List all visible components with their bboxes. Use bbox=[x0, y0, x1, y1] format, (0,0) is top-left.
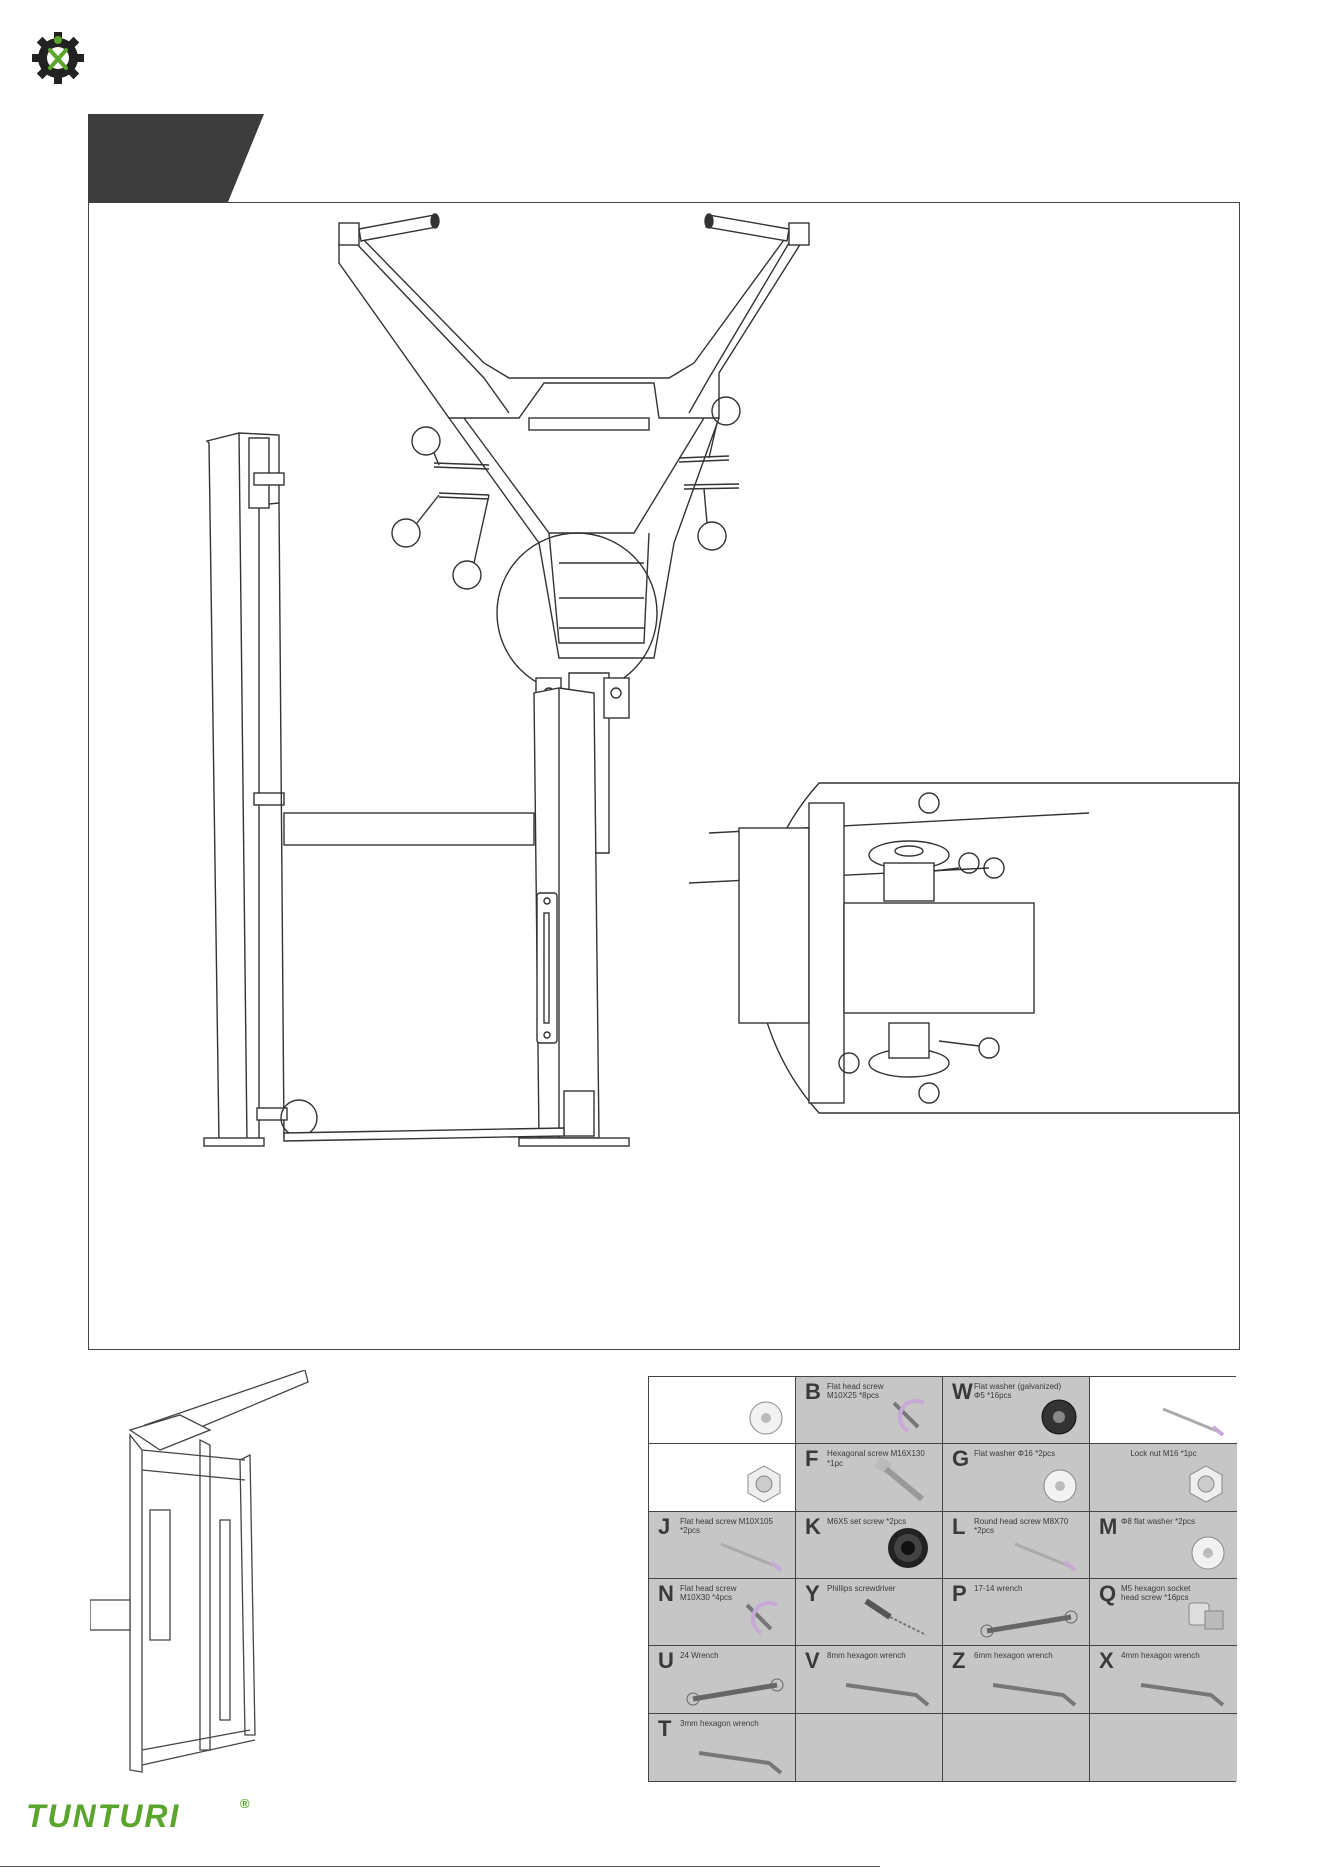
hex-key-icon bbox=[698, 1751, 783, 1775]
top-y-frame bbox=[338, 213, 810, 659]
part-description: Flat head screw M10X105 *2pcs bbox=[680, 1516, 773, 1535]
part-cell: V 8mm hexagon wrench bbox=[796, 1646, 943, 1714]
part-description: Phillips screwdriver bbox=[827, 1584, 896, 1593]
nut-icon bbox=[747, 1465, 781, 1503]
footer-rule bbox=[0, 1866, 880, 1867]
part-letter: Q bbox=[1099, 1581, 1117, 1606]
part-cell bbox=[649, 1377, 796, 1445]
part-description: Φ8 flat washer *2pcs bbox=[1121, 1516, 1195, 1526]
set-screw-icon bbox=[888, 1528, 928, 1568]
part-letter: F bbox=[805, 1446, 819, 1472]
part-cell bbox=[1090, 1713, 1237, 1781]
part-letter: G bbox=[952, 1446, 970, 1472]
part-cell: Z 6mm hexagon wrench bbox=[943, 1646, 1090, 1714]
screw-icon bbox=[892, 1399, 925, 1434]
part-description: M6X5 set screw *2pcs bbox=[827, 1516, 907, 1526]
part-letter: V bbox=[805, 1648, 820, 1674]
part-cell: P 17-14 wrench bbox=[943, 1579, 1090, 1647]
long-screw-icon bbox=[720, 1542, 783, 1572]
part-description: 4mm hexagon wrench bbox=[1121, 1651, 1200, 1661]
part-cell bbox=[649, 1444, 796, 1512]
part-cell: N Flat head screw M10X30 *4pcs bbox=[649, 1579, 796, 1647]
part-description: 17-14 wrench bbox=[974, 1584, 1023, 1593]
hex-key-icon bbox=[992, 1682, 1077, 1707]
right-upright bbox=[518, 687, 630, 1147]
washer-icon bbox=[1191, 1536, 1225, 1570]
wrench-icon bbox=[686, 1678, 784, 1706]
part-letter: T bbox=[658, 1715, 672, 1741]
hex-key-icon bbox=[845, 1682, 930, 1707]
part-cell bbox=[1090, 1377, 1237, 1445]
part-letter: U bbox=[658, 1648, 674, 1674]
part-letter: W bbox=[952, 1379, 973, 1404]
part-letter: Z bbox=[952, 1648, 966, 1674]
part-cell: Lock nut M16 *1pc bbox=[1090, 1444, 1237, 1512]
nut-icon bbox=[1189, 1465, 1223, 1503]
part-description: Flat head screw M10X25 *8pcs bbox=[827, 1382, 884, 1401]
left-upright bbox=[203, 432, 318, 1147]
part-description: Flat washer Φ16 *2pcs bbox=[974, 1449, 1056, 1459]
washer-icon bbox=[1043, 1469, 1077, 1503]
part-letter: N bbox=[658, 1581, 674, 1606]
hex-key-icon bbox=[1140, 1682, 1225, 1707]
part-cell: X 4mm hexagon wrench bbox=[1090, 1646, 1237, 1714]
part-letter: B bbox=[805, 1379, 821, 1404]
part-cell bbox=[943, 1713, 1090, 1781]
assembly-diagram bbox=[88, 202, 1240, 1350]
hex-bolt-icon bbox=[873, 1455, 924, 1501]
part-description: Round head screw M8X70 *2pcs bbox=[974, 1516, 1069, 1535]
bolt-callouts bbox=[391, 396, 741, 590]
brand-logo: TUNTURI bbox=[26, 1798, 181, 1834]
part-cell: T 3mm hexagon wrench bbox=[649, 1713, 796, 1781]
long-screw-icon bbox=[1014, 1542, 1077, 1572]
part-description: 24 Wrench bbox=[680, 1651, 719, 1661]
part-description: Hexagonal screw M16X130 *1pc bbox=[827, 1449, 925, 1468]
part-letter: X bbox=[1099, 1648, 1114, 1674]
part-cell bbox=[796, 1713, 943, 1781]
step-tab bbox=[88, 114, 264, 202]
part-letter: Y bbox=[805, 1581, 820, 1606]
part-cell: K M6X5 set screw *2pcs bbox=[796, 1511, 943, 1579]
long-screw-icon bbox=[1162, 1407, 1225, 1437]
part-cell: J Flat head screw M10X105 *2pcs bbox=[649, 1511, 796, 1579]
part-letter: L bbox=[952, 1513, 966, 1539]
registered-mark: ® bbox=[240, 1796, 250, 1811]
part-cell: F Hexagonal screw M16X130 *1pc bbox=[796, 1444, 943, 1512]
part-description: 6mm hexagon wrench bbox=[974, 1651, 1053, 1661]
machine-thumbnail bbox=[90, 1370, 309, 1773]
part-cell: G Flat washer Φ16 *2pcs bbox=[943, 1444, 1090, 1512]
part-description: Flat head screw M10X30 *4pcs bbox=[680, 1584, 737, 1603]
zoom-detail bbox=[688, 782, 1239, 1114]
part-letter: J bbox=[658, 1513, 671, 1539]
screwdriver-icon bbox=[864, 1598, 927, 1637]
part-description: 3mm hexagon wrench bbox=[680, 1718, 759, 1728]
part-letter: M bbox=[1099, 1513, 1118, 1539]
screw-icon bbox=[745, 1601, 778, 1636]
part-cell: L Round head screw M8X70 *2pcs bbox=[943, 1511, 1090, 1579]
part-letter: K bbox=[805, 1513, 821, 1539]
wrench-icon bbox=[980, 1610, 1078, 1638]
part-letter: P bbox=[952, 1581, 967, 1606]
washer-dark-icon bbox=[1041, 1399, 1077, 1435]
part-cell: B Flat head screw M10X25 *8pcs bbox=[796, 1377, 943, 1445]
washer-icon bbox=[749, 1401, 783, 1435]
part-cell: Y Phillips screwdriver bbox=[796, 1579, 943, 1647]
gear-wrench-icon bbox=[32, 32, 84, 84]
part-description: Lock nut M16 *1pc bbox=[1130, 1449, 1197, 1459]
part-description: M5 hexagon socket head screw *16pcs bbox=[1121, 1584, 1191, 1603]
part-description: 8mm hexagon wrench bbox=[827, 1651, 906, 1661]
socket-screw-icon bbox=[1188, 1602, 1224, 1630]
part-cell: U 24 Wrench bbox=[649, 1646, 796, 1714]
part-description: Flat washer (galvanized) Φ5 *16pcs bbox=[974, 1382, 1062, 1401]
